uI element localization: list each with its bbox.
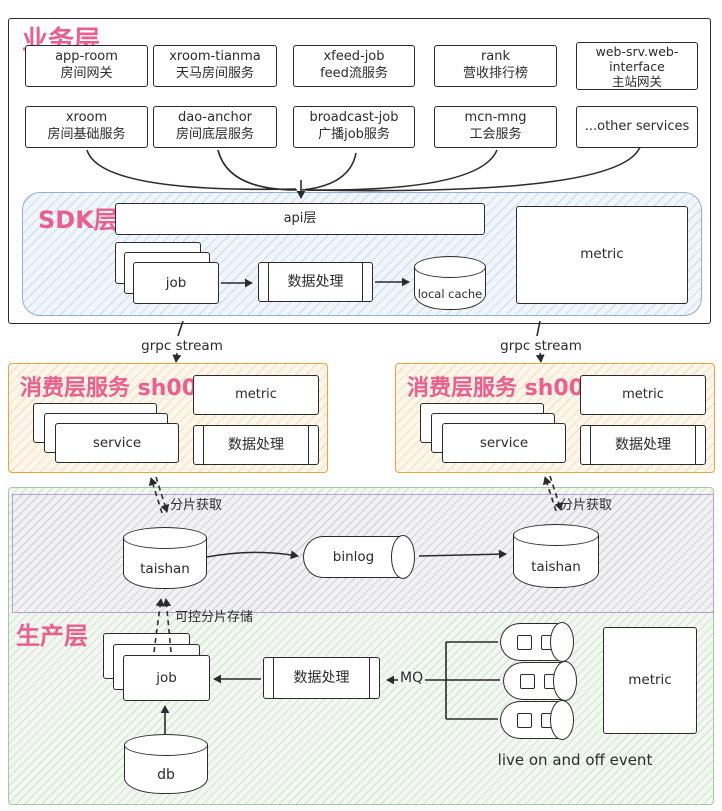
node-title: dao-anchor [178,110,252,126]
consumer-sh001-label: 消费层服务 sh001 [20,376,213,401]
production-metric-box: metric [603,627,697,734]
consumer-sh004-process-box: 数据处理 [580,425,706,465]
node-subtitle: 房间底层服务 [175,127,254,142]
node-rank: rank 营收排行榜 [434,45,557,87]
node-title: web-srv.web-interface [595,43,679,74]
stack-box-front: job [123,655,210,701]
metric-label: metric [628,671,672,688]
stack-box-front: service [55,423,179,463]
cylinder-cap [550,622,574,662]
node-xroom: xroom 房间基础服务 [25,106,148,148]
cylinder-cap [550,700,574,740]
sdk-job-stack: job [115,242,225,308]
process-label: 数据处理 [615,436,671,453]
node-title: mcn-mng [464,110,527,126]
sdk-process-box: 数据处理 [258,262,373,302]
service-label: service [92,435,142,451]
node-title: ...other services [584,118,690,134]
local-cache-label: local cache [417,287,483,301]
taishan-cylinder-right: taishan [513,524,599,588]
sdk-layer-label: SDK层 [38,206,118,234]
event-caption: live on and off event [497,751,653,769]
sdk-metric-label: metric [580,246,624,263]
node-subtitle: 房间基础服务 [47,127,126,142]
node-web-srv: web-srv.web-interface 主站网关 [576,42,698,90]
sdk-metric-box: metric [516,206,688,304]
api-layer-bar: api层 [115,203,485,235]
cylinder-cap [553,661,577,701]
node-title: xfeed-job [323,49,385,65]
cylinder-top [124,734,208,756]
binlog-label: binlog [332,549,375,565]
consumer-sh004-label: 消费层服务 sh004 [407,376,600,401]
node-subtitle: 营收排行榜 [462,66,528,81]
consumer-sh001-service-stack: service [33,403,183,465]
node-subtitle: 广播job服务 [318,127,390,142]
queue-cylinder-3 [500,700,574,740]
cylinder-top [414,256,486,278]
message-square [517,712,532,728]
node-dao-anchor: dao-anchor 房间底层服务 [153,106,277,148]
taishan-label: taishan [140,561,190,577]
node-mcn-mng: mcn-mng 工会服务 [434,106,557,148]
db-label: db [157,767,175,783]
node-broadcast-job: broadcast-job 广播job服务 [293,106,415,148]
node-other-services: ...other services [576,106,698,148]
consumer-sh001-process-box: 数据处理 [193,425,319,465]
stack-box-front: job [133,262,219,304]
node-subtitle: 天马房间服务 [175,66,254,81]
service-label: service [479,435,529,451]
sdk-job-label: job [165,275,187,291]
node-subtitle: 工会服务 [469,127,522,142]
api-layer-label: api层 [283,210,317,226]
node-subtitle: feed流服务 [320,66,388,81]
process-label: 数据处理 [228,436,284,453]
stack-box-front: service [442,423,566,463]
node-title: broadcast-job [309,110,399,126]
cylinder-cap [391,535,415,579]
message-square [517,634,532,650]
consumer-sh004-service-stack: service [420,403,570,465]
local-cache-cylinder: local cache [414,256,486,310]
node-subtitle: 主站网关 [611,73,662,89]
production-process-box: 数据处理 [263,657,380,699]
node-xfeed-job: xfeed-job feed流服务 [293,45,415,87]
queue-cylinder-1 [500,622,574,662]
sdk-process-label: 数据处理 [287,273,344,290]
production-layer-label: 生产层 [16,622,88,650]
metric-label: metric [235,386,277,402]
edge-grpc-right-arrow [535,352,545,363]
node-title: xroom-tianma [169,49,261,65]
metric-label: metric [622,386,664,402]
db-cylinder: db [124,734,208,794]
mq-label: MQ [398,670,426,686]
node-title: rank [480,49,511,65]
production-job-stack: job [103,633,213,703]
queue-cylinder-2 [503,661,577,701]
production-job-label: job [156,670,177,686]
cylinder-top [513,524,599,546]
cylinder-top [123,527,207,549]
binlog-cylinder: binlog [303,535,415,579]
process-label: 数据处理 [293,669,350,686]
node-title: xroom [65,110,108,126]
grpc-stream-right-label: grpc stream [500,338,582,354]
message-square [520,673,535,689]
node-app-room: app-room 房间网关 [25,45,148,87]
shard-fetch-left-label: 分片获取 [170,498,223,513]
consumer-sh004-metric-box: metric [580,375,706,415]
shard-store-label: 可控分片存储 [175,610,254,625]
taishan-cylinder-left: taishan [123,527,207,589]
node-subtitle: 房间网关 [60,66,113,81]
grpc-stream-left-label: grpc stream [141,338,223,354]
node-xroom-tianma: xroom-tianma 天马房间服务 [153,45,277,87]
edge-grpc-left-arrow [172,352,182,363]
node-title: app-room [55,49,118,65]
consumer-sh001-metric-box: metric [193,375,319,415]
taishan-label: taishan [531,559,581,575]
shard-fetch-right-label: 分片获取 [560,498,613,513]
